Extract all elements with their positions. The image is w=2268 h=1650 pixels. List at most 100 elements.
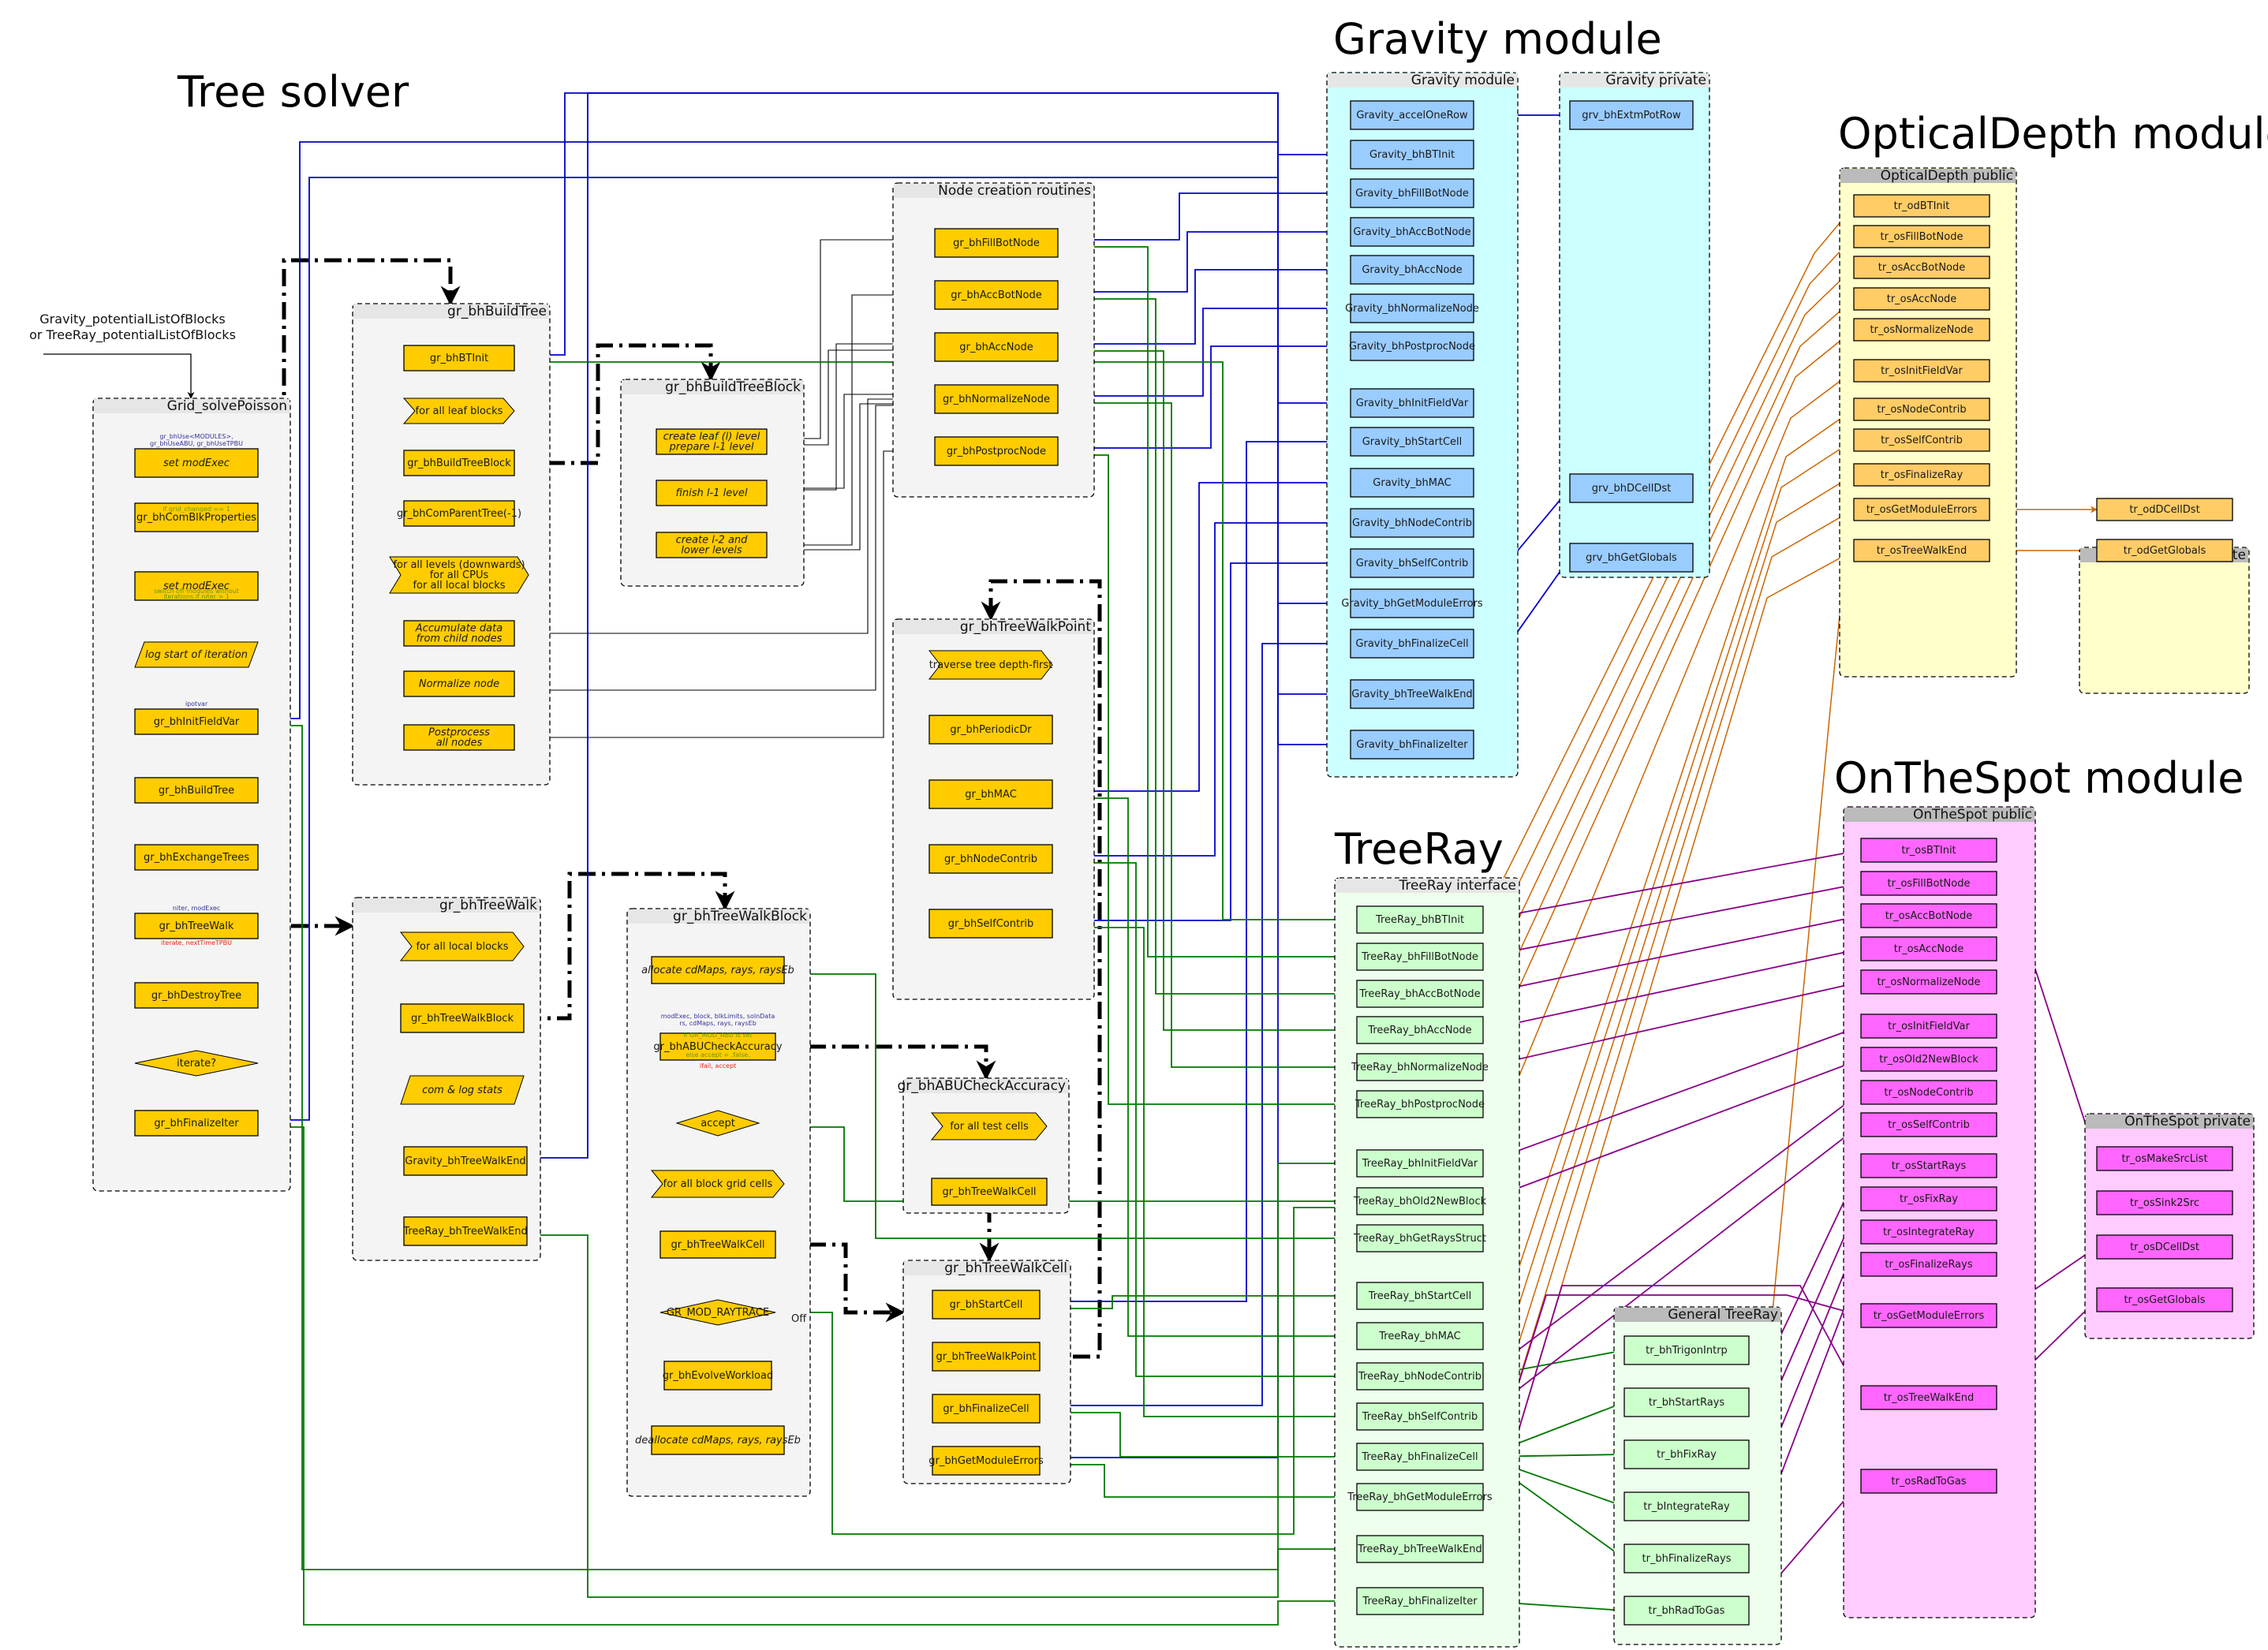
node-tr-osfillbotnode[interactable]: tr_osFillBotNode (1853, 225, 1990, 248)
node-treeray-bhtreewalkend[interactable]: TreeRay_bhTreeWalkEnd (402, 1216, 528, 1246)
node-tr-osgetmoduleerrors[interactable]: tr_osGetModuleErrors (1860, 1303, 1997, 1328)
node-gr-bhperiodicdr[interactable]: gr_bhPeriodicDr (928, 715, 1053, 745)
node-gr-bhevolveworkload[interactable]: gr_bhEvolveWorkload (663, 1361, 773, 1391)
node-treeray-bhold2newblock[interactable]: TreeRay_bhOld2NewBlock (1353, 1187, 1487, 1215)
node-tr-osnodecontrib[interactable]: tr_osNodeContrib (1860, 1080, 1997, 1105)
node-for-all-local-blocks[interactable]: for all local blocks (399, 931, 525, 961)
node-tr-osaccnode[interactable]: tr_osAccNode (1853, 287, 1990, 311)
node-gr-bhnormalizenode[interactable]: gr_bhNormalizeNode (934, 384, 1059, 414)
node-treeray-bhinitfieldvar[interactable]: TreeRay_bhInitFieldVar (1356, 1149, 1484, 1178)
node-for-all-block-grid-cells[interactable]: for all block grid cells (650, 1170, 785, 1198)
node-normalize-node[interactable]: Normalize node (403, 670, 515, 697)
node-tr-osintegrateray[interactable]: tr_osIntegrateRay (1860, 1219, 1997, 1245)
node-com-log-stats[interactable]: com & log stats (400, 1075, 525, 1105)
node-gr-bhcomblkproperties[interactable]: gr_bhComBlkProperties (134, 502, 259, 532)
node-tr-osgetmoduleerrors[interactable]: tr_osGetModuleErrors (1853, 498, 1990, 521)
node-gravity-bhaccnode[interactable]: Gravity_bhAccNode (1350, 255, 1474, 285)
node-gr-bhinitfieldvar[interactable]: gr_bhInitFieldVar (134, 708, 259, 735)
node-gr-bhbuildtree[interactable]: gr_bhBuildTree (134, 777, 259, 804)
node-gr-bhaccbotnode[interactable]: gr_bhAccBotNode (934, 280, 1059, 310)
node-gr-bhmac[interactable]: gr_bhMAC (928, 779, 1053, 809)
node-set-modexec[interactable]: set modExec (134, 571, 259, 601)
node-tr-osmakesrclist[interactable]: tr_osMakeSrcList (2096, 1146, 2233, 1171)
node-gravity-bhfillbotnode[interactable]: Gravity_bhFillBotNode (1350, 178, 1474, 208)
node-gr-bhcomparenttree-1[interactable]: gr_bhComParentTree(-1) (397, 500, 521, 527)
node-tr-odgetglobals[interactable]: tr_odGetGlobals (2096, 539, 2233, 562)
node-tr-osstartrays[interactable]: tr_osStartRays (1860, 1153, 1997, 1178)
node-for-all-leaf-blocks[interactable]: for all leaf blocks (402, 398, 515, 424)
node-finish-l-1-level[interactable]: finish l-1 level (656, 480, 768, 506)
node-gr-bhdestroytree[interactable]: gr_bhDestroyTree (134, 982, 259, 1009)
node-tr-bhfixray[interactable]: tr_bhFixRay (1623, 1439, 1750, 1469)
node-gravity-bhtreewalkend[interactable]: Gravity_bhTreeWalkEnd (1350, 679, 1474, 709)
node-tr-osinitfieldvar[interactable]: tr_osInitFieldVar (1860, 1014, 1997, 1039)
node-gr-bhtreewalkcell[interactable]: gr_bhTreeWalkCell (659, 1230, 776, 1259)
node-tr-osfinalizeray[interactable]: tr_osFinalizeRay (1853, 463, 1990, 487)
node-treeray-bhnodecontrib[interactable]: TreeRay_bhNodeContrib (1356, 1362, 1484, 1391)
node-gr-bhabucheckaccuracy[interactable]: gr_bhABUCheckAccuracy (653, 1032, 783, 1061)
node-set-modexec[interactable]: set modExec (134, 448, 259, 478)
node-traverse-tree-depth-first[interactable]: traverse tree depth-first (928, 650, 1053, 680)
node-log-start-of-iteration[interactable]: log start of iteration (134, 641, 259, 668)
node-gr-mod-raytrace[interactable]: GR_MOD_RAYTRACE (659, 1299, 776, 1326)
node-gr-bhtreewalkblock[interactable]: gr_bhTreeWalkBlock (400, 1003, 525, 1033)
node-tr-osfinalizerays[interactable]: tr_osFinalizeRays (1860, 1252, 1997, 1277)
node-gr-bhbtinit[interactable]: gr_bhBTInit (403, 345, 515, 371)
node-for-all-levels-downwards-for-all-cpus-for-all-local-blocks[interactable]: for all levels (downwards)for all CPUsfo… (389, 556, 529, 594)
node-deallocate-cdmaps-rays-rayseb[interactable]: deallocate cdMaps, rays, raysEb (635, 1425, 801, 1455)
node-treeray-bhfillbotnode[interactable]: TreeRay_bhFillBotNode (1356, 943, 1484, 971)
node-tr-osinitfieldvar[interactable]: tr_osInitFieldVar (1853, 359, 1990, 383)
node-tr-osgetglobals[interactable]: tr_osGetGlobals (2096, 1287, 2233, 1312)
node-tr-osselfcontrib[interactable]: tr_osSelfContrib (1860, 1112, 1997, 1137)
node-gravity-bhfinalizecell[interactable]: Gravity_bhFinalizeCell (1350, 629, 1474, 659)
node-gravity-accelonerow[interactable]: Gravity_accelOneRow (1350, 100, 1474, 130)
node-gr-bhfinalizeiter[interactable]: gr_bhFinalizeIter (134, 1110, 259, 1137)
node-tr-bintegrateray[interactable]: tr_bIntegrateRay (1623, 1491, 1750, 1521)
node-gr-bhaccnode[interactable]: gr_bhAccNode (934, 332, 1059, 362)
node-tr-ostreewalkend[interactable]: tr_osTreeWalkEnd (1853, 539, 1990, 562)
node-tr-osbtinit[interactable]: tr_osBTInit (1860, 838, 1997, 863)
node-gr-bhexchangetrees[interactable]: gr_bhExchangeTrees (134, 844, 259, 871)
node-treeray-bhselfcontrib[interactable]: TreeRay_bhSelfContrib (1356, 1402, 1484, 1431)
node-tr-ossink2src[interactable]: tr_osSink2Src (2096, 1190, 2233, 1215)
node-gr-bhselfcontrib[interactable]: gr_bhSelfContrib (928, 909, 1053, 939)
node-gravity-bhgetmoduleerrors[interactable]: Gravity_bhGetModuleErrors (1341, 588, 1483, 618)
node-gr-bhnodecontrib[interactable]: gr_bhNodeContrib (928, 844, 1053, 874)
node-gravity-bhnormalizenode[interactable]: Gravity_bhNormalizeNode (1345, 293, 1479, 323)
node-treeray-bhtreewalkend[interactable]: TreeRay_bhTreeWalkEnd (1356, 1535, 1484, 1563)
node-gr-bhstartcell[interactable]: gr_bhStartCell (932, 1290, 1041, 1320)
node-tr-osaccnode[interactable]: tr_osAccNode (1860, 936, 1997, 961)
node-treeray-bhmac[interactable]: TreeRay_bhMAC (1356, 1322, 1484, 1350)
node-grv-bhgetglobals[interactable]: grv_bhGetGlobals (1569, 543, 1694, 573)
node-treeray-bhfinalizeiter[interactable]: TreeRay_bhFinalizeIter (1356, 1587, 1484, 1615)
node-tr-osnormalizenode[interactable]: tr_osNormalizeNode (1860, 969, 1997, 995)
node-tr-osaccbotnode[interactable]: tr_osAccBotNode (1853, 256, 1990, 279)
node-accept[interactable]: accept (675, 1110, 760, 1137)
node-tr-osold2newblock[interactable]: tr_osOld2NewBlock (1860, 1047, 1997, 1072)
node-gravity-bhpostprocnode[interactable]: Gravity_bhPostprocNode (1349, 331, 1475, 361)
node-gravity-bhstartcell[interactable]: Gravity_bhStartCell (1350, 427, 1474, 457)
node-tr-osnormalizenode[interactable]: tr_osNormalizeNode (1853, 318, 1990, 342)
node-for-all-test-cells[interactable]: for all test cells (930, 1112, 1048, 1140)
node-gr-bhfinalizecell[interactable]: gr_bhFinalizeCell (932, 1394, 1041, 1424)
node-tr-oddcelldst[interactable]: tr_odDCellDst (2096, 498, 2233, 521)
node-gravity-bhtreewalkend[interactable]: Gravity_bhTreeWalkEnd (403, 1146, 528, 1176)
node-grv-bhdcelldst[interactable]: grv_bhDCellDst (1569, 473, 1694, 503)
node-gravity-bhselfcontrib[interactable]: Gravity_bhSelfContrib (1350, 548, 1474, 578)
node-gr-bhtreewalkpoint[interactable]: gr_bhTreeWalkPoint (932, 1342, 1041, 1372)
node-gravity-bhnodecontrib[interactable]: Gravity_bhNodeContrib (1350, 508, 1474, 538)
node-gravity-bhfinalizeiter[interactable]: Gravity_bhFinalizeIter (1350, 730, 1474, 760)
node-treeray-bhaccbotnode[interactable]: TreeRay_bhAccBotNode (1356, 980, 1484, 1008)
node-allocate-cdmaps-rays-rayseb[interactable]: allocate cdMaps, rays, raysEb (641, 956, 794, 984)
node-tr-bhtrigonintrp[interactable]: tr_bhTrigonIntrp (1623, 1335, 1750, 1365)
node-gr-bhpostprocnode[interactable]: gr_bhPostprocNode (934, 436, 1059, 466)
node-treeray-bhpostprocnode[interactable]: TreeRay_bhPostprocNode (1354, 1090, 1485, 1118)
node-tr-bhstartrays[interactable]: tr_bhStartRays (1623, 1387, 1750, 1417)
node-gravity-bhmac[interactable]: Gravity_bhMAC (1350, 468, 1474, 498)
node-gravity-bhaccbotnode[interactable]: Gravity_bhAccBotNode (1350, 217, 1474, 247)
node-tr-osselfcontrib[interactable]: tr_osSelfContrib (1853, 428, 1990, 452)
